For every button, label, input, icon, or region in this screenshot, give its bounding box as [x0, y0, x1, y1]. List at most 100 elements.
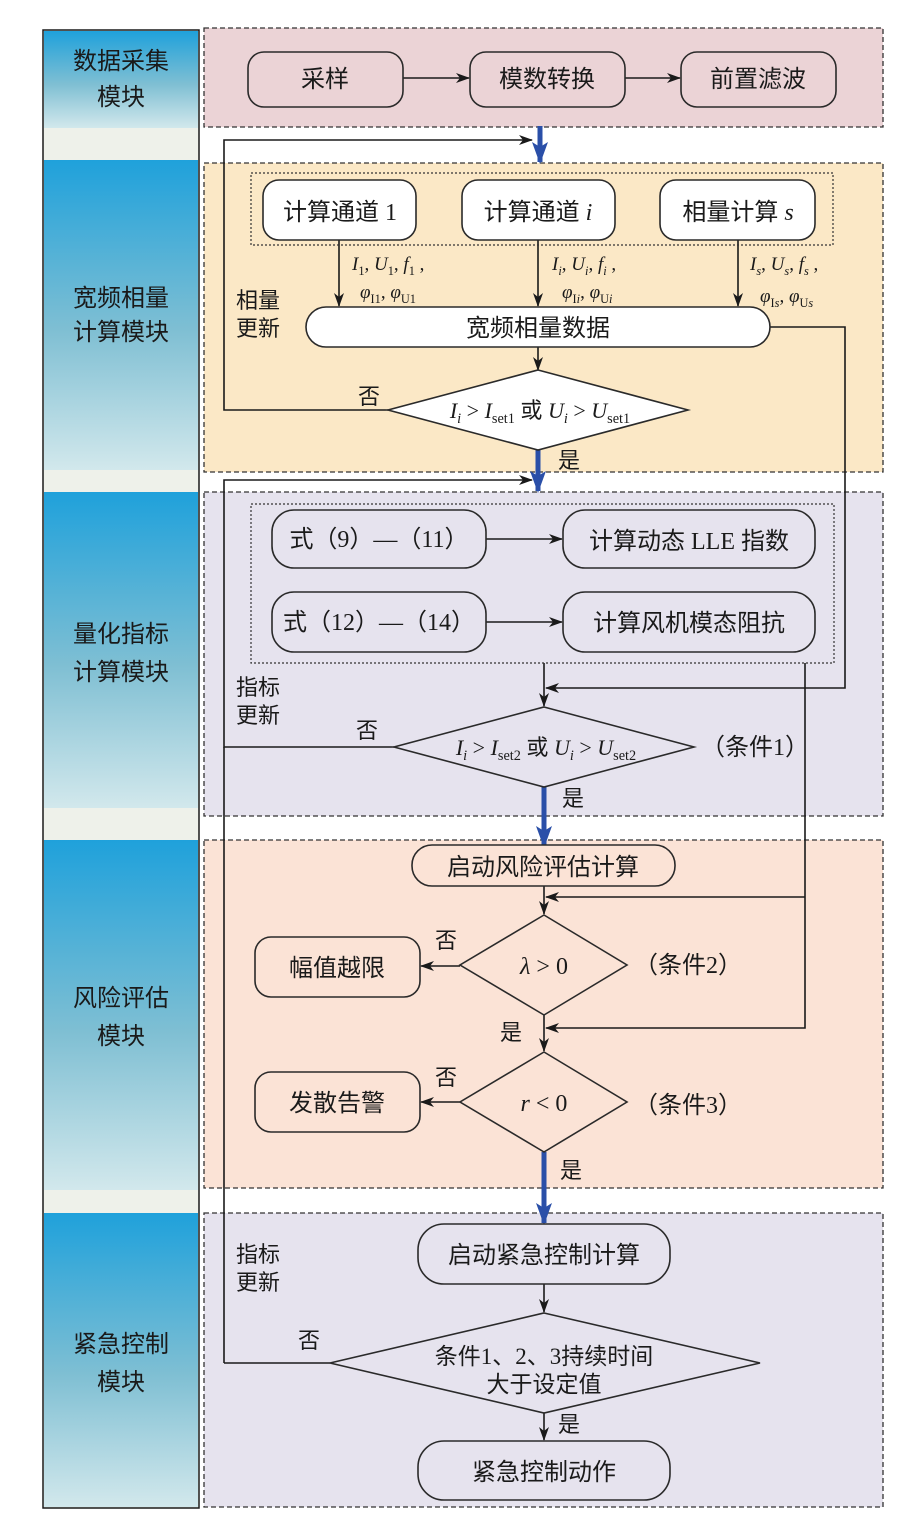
duration-condition-line1: 条件1、2、3持续时间: [435, 1344, 654, 1369]
no-label: 否: [356, 718, 378, 743]
yes-label: 是: [562, 786, 584, 811]
r-condition: r < 0: [521, 1091, 568, 1117]
text-segment: U: [571, 254, 586, 275]
index-update-label: 指标更新: [236, 675, 280, 728]
text-segment: 计算通道: [484, 199, 586, 226]
control-start-box: [417, 1223, 671, 1285]
text-segment: >: [568, 398, 591, 423]
text-segment: ,: [365, 254, 375, 275]
module-sidebar: 数据采集模块 宽频相量计算模块 量化指标计算模块 风险评估模块 紧急控制模块: [42, 29, 200, 1509]
text-segment: >: [461, 398, 484, 423]
yes-label: 是: [560, 1158, 582, 1183]
text-segment: set1: [607, 411, 630, 427]
text-segment: i: [457, 411, 461, 427]
phasor-update-label: 相量更新: [236, 288, 280, 341]
channel-s-phases: φIs, φUs: [760, 286, 813, 310]
text-segment: λ: [519, 954, 530, 980]
text-segment: φ: [590, 282, 601, 303]
threshold1-diamond: [384, 369, 692, 451]
text-segment: 或: [521, 735, 554, 760]
text-segment: ,: [415, 254, 425, 275]
text-segment: φ: [760, 286, 771, 307]
text-segment: i: [585, 264, 589, 278]
text-segment: I: [771, 296, 775, 310]
text-segment: i: [603, 264, 607, 278]
channel-s-box: [659, 179, 816, 241]
module-label-risk: 风险评估模块: [73, 985, 169, 1050]
amplitude-limit-label: 幅值越限: [289, 955, 385, 982]
text-segment: ,: [588, 254, 598, 275]
text-segment: f: [799, 254, 807, 275]
channel-group: [250, 172, 834, 246]
index-group: [250, 503, 835, 664]
text-segment: s: [775, 296, 780, 310]
text-segment: f: [403, 254, 411, 275]
channel-s-outputs: Is, Us, fs ,: [749, 254, 818, 278]
text-segment: I: [455, 735, 465, 760]
text-segment: ,: [761, 254, 771, 275]
text-segment: s: [784, 264, 789, 278]
filter-label: 前置滤波: [710, 66, 806, 93]
text-segment: s: [756, 264, 761, 278]
text-segment: i: [586, 200, 593, 226]
threshold2-condition: Ii > Iset2 或 Ui > Uset2: [455, 735, 636, 764]
text-segment: f: [598, 254, 606, 275]
threshold2-diamond: [390, 706, 698, 788]
text-segment: I: [449, 398, 459, 423]
control-start-label: 启动紧急控制计算: [448, 1242, 640, 1269]
text-segment: set1: [492, 411, 515, 427]
text-segment: U: [591, 398, 609, 423]
text-segment: set2: [498, 748, 521, 764]
module-label-phasor: 宽频相量计算模块: [73, 285, 169, 346]
no-label: 否: [435, 1065, 457, 1090]
r-diamond: [458, 1051, 629, 1153]
eq-9-11-label: 式（9）—（11）: [289, 526, 468, 553]
no-label: 否: [358, 384, 380, 409]
filter-box: [680, 51, 837, 108]
text-segment: i: [570, 748, 574, 764]
text-segment: ,: [394, 254, 404, 275]
text-segment: r: [521, 1091, 531, 1117]
text-segment: > 0: [530, 954, 568, 980]
yes-label: 是: [500, 1020, 522, 1045]
eq-12-14-box: [271, 591, 487, 653]
channel-s-label: 相量计算 s: [682, 199, 793, 226]
control-update-label: 指标更新: [236, 1242, 280, 1295]
text-segment: ,: [562, 254, 572, 275]
no-label: 否: [435, 928, 457, 953]
text-segment: 或: [515, 398, 548, 423]
module-label-control: 紧急控制模块: [73, 1331, 169, 1396]
divergence-alarm-box: [254, 1071, 421, 1133]
text-segment: ,: [809, 254, 819, 275]
control-action-label: 紧急控制动作: [472, 1459, 616, 1486]
module-label-index: 量化指标计算模块: [73, 621, 169, 686]
text-segment: >: [574, 735, 597, 760]
text-segment: U: [600, 292, 609, 306]
divergence-alarm-label: 发散告警: [289, 1090, 385, 1117]
text-segment: φ: [789, 286, 800, 307]
text-segment: i: [609, 292, 613, 306]
text-segment: φ: [562, 282, 573, 303]
risk-start-label: 启动风险评估计算: [447, 854, 639, 881]
text-segment: I: [551, 254, 560, 275]
risk-start-box: [411, 844, 676, 887]
adc-box: [469, 51, 626, 108]
text-segment: U: [548, 398, 566, 423]
amplitude-limit-box: [254, 936, 421, 998]
text-segment: i: [463, 748, 467, 764]
channel-1-outputs: I1, U1, f1 ,: [351, 254, 424, 278]
text-segment: U: [771, 254, 786, 275]
text-segment: U1: [401, 292, 416, 306]
text-segment: ,: [607, 254, 617, 275]
lle-label: 计算动态 LLE 指数: [589, 528, 789, 555]
text-segment: I: [351, 254, 360, 275]
text-segment: U: [597, 735, 615, 760]
duration-diamond: [329, 1312, 761, 1414]
phasor-data-box: [305, 306, 771, 348]
channel-1-box: [262, 179, 417, 241]
text-segment: ,: [580, 282, 590, 303]
text-segment: s: [784, 200, 793, 226]
text-segment: i: [558, 264, 562, 278]
text-segment: 1: [409, 264, 415, 278]
connectors: [223, 73, 846, 1441]
